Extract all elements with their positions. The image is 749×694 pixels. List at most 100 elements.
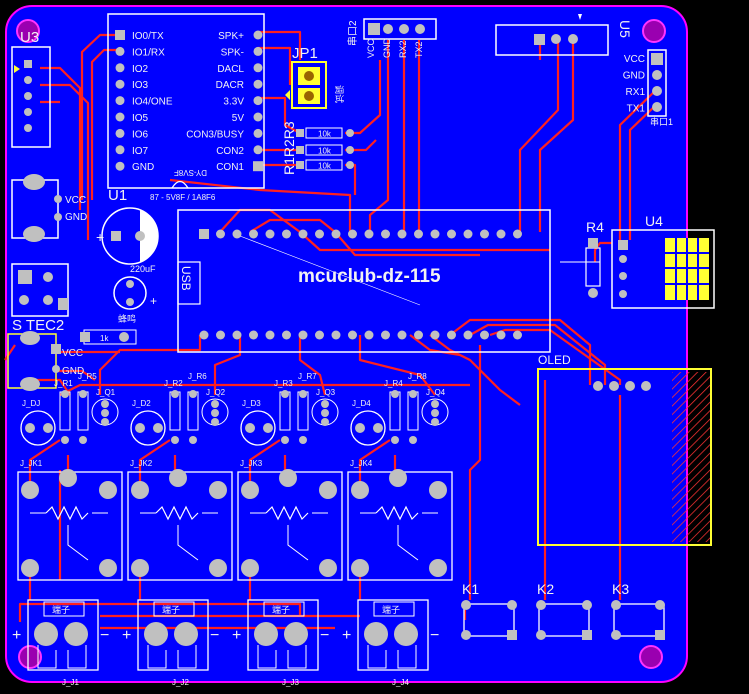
terminal-plus: + [122, 627, 131, 644]
r4-resistor: R4 [560, 219, 604, 298]
serial1-pin-label: VCC [624, 54, 645, 65]
u1-pin-left: IO0/TX [132, 31, 164, 42]
u5-module: U5 [495, 14, 633, 56]
channel-dj-label: J_D3 [242, 399, 261, 408]
u1-pin-right: CON1 [216, 162, 244, 173]
channel-q-label: J_Q1 [96, 388, 116, 397]
cap-value: 220uF [130, 264, 156, 274]
resistor-value: 10k [318, 147, 332, 156]
pot-value: 1k [100, 334, 109, 343]
buzzer-label: 蜂鸣 [118, 313, 136, 324]
serial2-pin-label: RX2 [398, 40, 408, 58]
terminal-plus: + [232, 627, 241, 644]
u1-pin-right: SPK- [221, 47, 244, 58]
u1-pin-left: IO6 [132, 129, 149, 140]
u1-label: U1 [108, 187, 127, 204]
channel-jk-label: J_JK4 [350, 459, 373, 468]
u1-sub: 87 - 5V8F / 1A8F6 [150, 193, 216, 202]
jp1-hint: 调试 [334, 85, 345, 103]
terminal-label: J_J1 [62, 678, 79, 687]
jp1-jumper: JP1 调试 [285, 45, 345, 109]
switch-block [11, 263, 69, 317]
u1-pin-right: 3.3V [223, 97, 244, 108]
u4-sensor: U4 [611, 213, 715, 309]
tec-gnd-label: GND [62, 366, 84, 377]
tec-vcc-label: VCC [62, 348, 83, 359]
mounting-holes [16, 19, 666, 669]
k2-label: K2 [537, 581, 554, 597]
channel-r-label: J_R3 [274, 379, 293, 388]
resistor-value: 10k [318, 130, 332, 139]
u1-pin-left: IO5 [132, 113, 149, 124]
button-k2[interactable]: K2 [536, 581, 592, 640]
copper-traces [4, 30, 657, 630]
button-k3[interactable]: K3 [611, 581, 665, 640]
terminal-plus: + [342, 627, 351, 644]
jp1-label: JP1 [292, 45, 318, 62]
u1-pin-right: DACL [217, 64, 244, 75]
button-k1[interactable]: K1 [461, 581, 517, 640]
buttons: K1 K2 K3 [461, 581, 665, 640]
terminal-minus: − [210, 627, 219, 644]
resistor-array: 10k 10k 10k R1R2R3 [281, 121, 354, 175]
u1-pin-left: GND [132, 162, 154, 173]
oled-display: OLED [537, 353, 712, 546]
power-block: VCC GND [11, 174, 87, 242]
usb-label: USB [179, 266, 193, 291]
channel-r-label: J_R1 [54, 379, 73, 388]
channel-r2-label: J_R6 [188, 372, 207, 381]
capacitor: + 220uF [96, 207, 159, 274]
u1-pin-right: 5V [232, 113, 245, 124]
terminal-box-label: 端子 [382, 604, 400, 615]
u1-pin-left: IO4/ONE [132, 97, 173, 108]
channel-r-label: J_R2 [164, 379, 183, 388]
r4-label: R4 [586, 219, 604, 235]
u1-pin-left: IO2 [132, 64, 149, 75]
buzzer: + 蜂鸣 [113, 276, 157, 324]
u1-model: DY-SV8F [174, 168, 207, 177]
channel-dj-label: J_DJ [22, 399, 40, 408]
channel-jk-label: J_JK3 [240, 459, 263, 468]
channel-jk-label: J_JK2 [130, 459, 153, 468]
terminal-minus: − [430, 627, 439, 644]
serial1-pin-label: TX1 [627, 104, 646, 115]
pot-1k: 1k [80, 329, 137, 345]
oled-label: OLED [538, 353, 571, 367]
terminal-minus: − [320, 627, 329, 644]
u5-label: U5 [617, 20, 633, 38]
mcu-module: USB mcuclub-dz-115 [177, 209, 551, 353]
board-outline [5, 5, 688, 683]
u1-vcc-label: VCC [65, 195, 86, 206]
terminal-label: J_J3 [282, 678, 299, 687]
board-title: mcuclub-dz-115 [298, 266, 441, 287]
k3-label: K3 [612, 581, 629, 597]
u1-pin-left: IO3 [132, 80, 149, 91]
u1-pin-right: CON3/BUSY [186, 129, 244, 140]
serial1-pin-label: GND [623, 71, 645, 82]
u1-pin-right: CON2 [216, 146, 244, 157]
channel-r-label: J_R4 [384, 379, 403, 388]
channel-r2-label: J_R7 [298, 372, 317, 381]
channel-dj-label: J_D2 [132, 399, 151, 408]
cap-plus: + [96, 229, 104, 245]
serial2-pin-label: VCC [366, 38, 376, 58]
u1-pin-right: DACR [216, 80, 244, 91]
serial2-pin-label: TX2 [414, 41, 424, 58]
serial1-prefix: 串口1 [650, 117, 673, 127]
u1-pin-left: IO7 [132, 146, 149, 157]
terminal-box-label: 端子 [52, 604, 70, 615]
resistor-value: 10k [318, 162, 332, 171]
u3-label: U3 [20, 29, 39, 46]
r1r2r3-label: R1R2R3 [281, 121, 297, 175]
channel-q-label: J_Q2 [206, 388, 226, 397]
terminal-box-label: 端子 [272, 604, 290, 615]
channel-groups: J_DJJ_R1J_R5J_Q1J_JK1端子+−J_J1J_D2J_R2J_R… [12, 372, 453, 687]
terminal-box-label: 端子 [162, 604, 180, 615]
